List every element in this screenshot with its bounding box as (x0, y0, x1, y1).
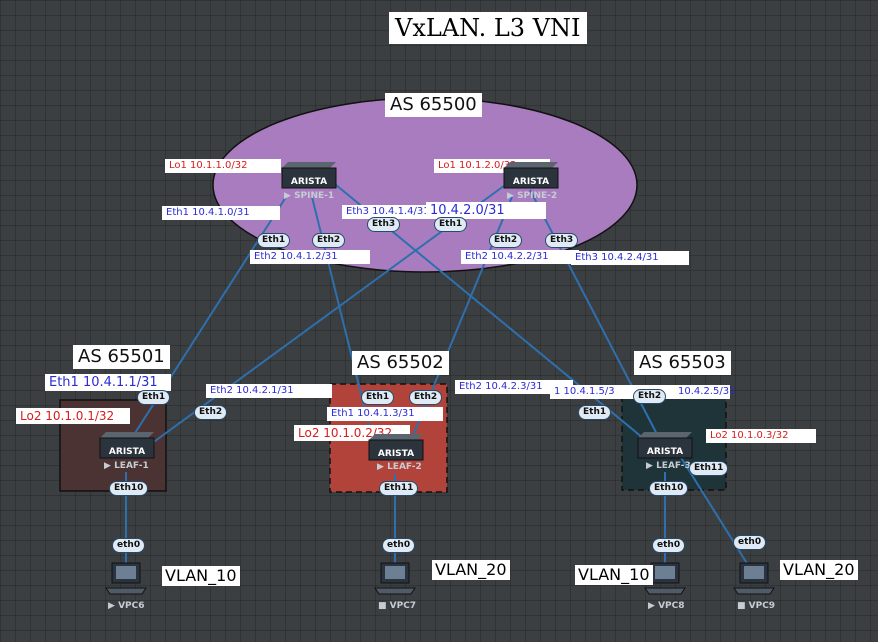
leaf1-eth1-ip-label: Eth1 10.4.1.1/31 (45, 374, 171, 391)
leaf1-name: ▶ LEAF-1 (104, 461, 149, 471)
vpc8-name: ▶ VPC8 (648, 601, 685, 611)
vpc8-host[interactable] (643, 560, 687, 600)
spine1-name: ▶ SPINE-1 (284, 191, 335, 201)
vpc7-name: ■ VPC7 (378, 601, 417, 611)
spine2-port-eth2[interactable]: Eth2 (489, 233, 523, 248)
leaf2-as-label: AS 65502 (352, 351, 449, 375)
leaf2-port-eth2[interactable]: Eth2 (409, 390, 443, 405)
vpc8-vlan-label: VLAN_10 (575, 565, 653, 585)
spine2-port-eth3[interactable]: Eth3 (545, 233, 579, 248)
switch-icon: ARISTA (503, 162, 559, 189)
spine2-eth3-ip-label: Eth3 10.4.2.4/31 (571, 251, 689, 265)
vpc9-host[interactable] (732, 560, 776, 600)
leaf3-port-eth1[interactable]: Eth1 (578, 405, 612, 420)
spine1-port-eth2[interactable]: Eth2 (312, 233, 346, 248)
leaf1-port-eth2[interactable]: Eth2 (194, 405, 228, 420)
leaf1-port-eth1[interactable]: Eth1 (137, 390, 171, 405)
brand-label: ARISTA (378, 449, 414, 459)
spine2-name: ▶ SPINE-2 (507, 191, 558, 201)
leaf2-port-eth1[interactable]: Eth1 (361, 390, 395, 405)
switch-icon: ARISTA (281, 162, 337, 189)
brand-label: ARISTA (647, 447, 683, 457)
brand-label: ARISTA (513, 177, 549, 187)
spine1-port-eth1[interactable]: Eth1 (257, 233, 291, 248)
diagram-title: VxLAN. L3 VNI (389, 12, 587, 44)
spine1-eth3-ip-label: Eth3 10.4.1.4/31 (342, 205, 442, 219)
vpc8-port-eth0[interactable]: eth0 (652, 538, 686, 553)
leaf3-eth1-ip-label: 1 10.4.1.5/3 (550, 385, 632, 399)
leaf1-loopback-label: Lo2 10.1.0.1/32 (16, 408, 130, 424)
leaf2-eth2-ip-label: Eth2 10.4.2.3/31 (455, 380, 573, 394)
vpc7-host[interactable] (373, 560, 417, 600)
spine-as-label: AS 65500 (385, 93, 482, 117)
leaf1-switch[interactable]: ARISTA (96, 430, 156, 470)
leaf3-switch[interactable]: ARISTA (634, 430, 694, 470)
leaf2-switch[interactable]: ARISTA (365, 432, 425, 472)
vpc7-port-eth0[interactable]: eth0 (382, 538, 416, 553)
leaf1-as-label: AS 65501 (73, 345, 170, 369)
leaf2-eth1-ip-label: Eth1 10.4.1.3/31 (327, 407, 443, 421)
vpc9-name: ■ VPC9 (737, 601, 776, 611)
leaf1-eth2-ip-label: Eth2 10.4.2.1/31 (206, 384, 332, 398)
leaf3-as-label: AS 65503 (634, 351, 731, 375)
leaf1-port-eth10[interactable]: Eth10 (109, 481, 149, 496)
vpc6-vlan-label: VLAN_10 (162, 566, 240, 586)
spine2-switch[interactable]: ARISTA (500, 160, 560, 200)
vpc6-port-eth0[interactable]: eth0 (112, 538, 146, 553)
spine1-eth2-ip-label: Eth2 10.4.1.2/31 (250, 250, 370, 264)
computer-icon (644, 562, 686, 595)
leaf3-loopback-label: Lo2 10.1.0.3/32 (706, 429, 816, 443)
computer-icon (105, 562, 147, 595)
leaf2-port-eth11[interactable]: Eth11 (379, 481, 419, 496)
computer-icon (374, 562, 416, 595)
brand-label: ARISTA (291, 177, 327, 187)
leaf3-port-eth10[interactable]: Eth10 (649, 481, 689, 496)
computer-icon (733, 562, 775, 595)
switch-icon: ARISTA (99, 432, 155, 459)
spine1-eth1-ip-label: Eth1 10.4.1.0/31 (162, 206, 280, 220)
vpc6-host[interactable] (104, 560, 148, 600)
spine1-switch[interactable]: ARISTA (278, 160, 338, 200)
spine2-eth2-ip-label: Eth2 10.4.2.2/31 (461, 250, 579, 264)
switch-icon: ARISTA (637, 432, 693, 459)
leaf3-port-eth2[interactable]: Eth2 (633, 389, 667, 404)
spine2-eth1-ip-label: 10.4.2.0/31 (426, 202, 546, 219)
spine1-port-eth3[interactable]: Eth3 (367, 217, 401, 232)
leaf3-port-eth11[interactable]: Eth11 (689, 461, 729, 476)
vpc9-port-eth0[interactable]: eth0 (733, 535, 767, 550)
vpc6-name: ▶ VPC6 (108, 601, 145, 611)
vpc7-vlan-label: VLAN_20 (432, 560, 510, 580)
spine1-loopback-label: Lo1 10.1.1.0/32 (165, 159, 281, 173)
brand-label: ARISTA (109, 447, 145, 457)
spine2-port-eth1[interactable]: Eth1 (434, 217, 468, 232)
vpc9-vlan-label: VLAN_20 (780, 560, 858, 580)
leaf3-name: ▶ LEAF-3 (646, 461, 691, 471)
leaf2-name: ▶ LEAF-2 (377, 462, 422, 472)
switch-icon: ARISTA (368, 434, 424, 461)
